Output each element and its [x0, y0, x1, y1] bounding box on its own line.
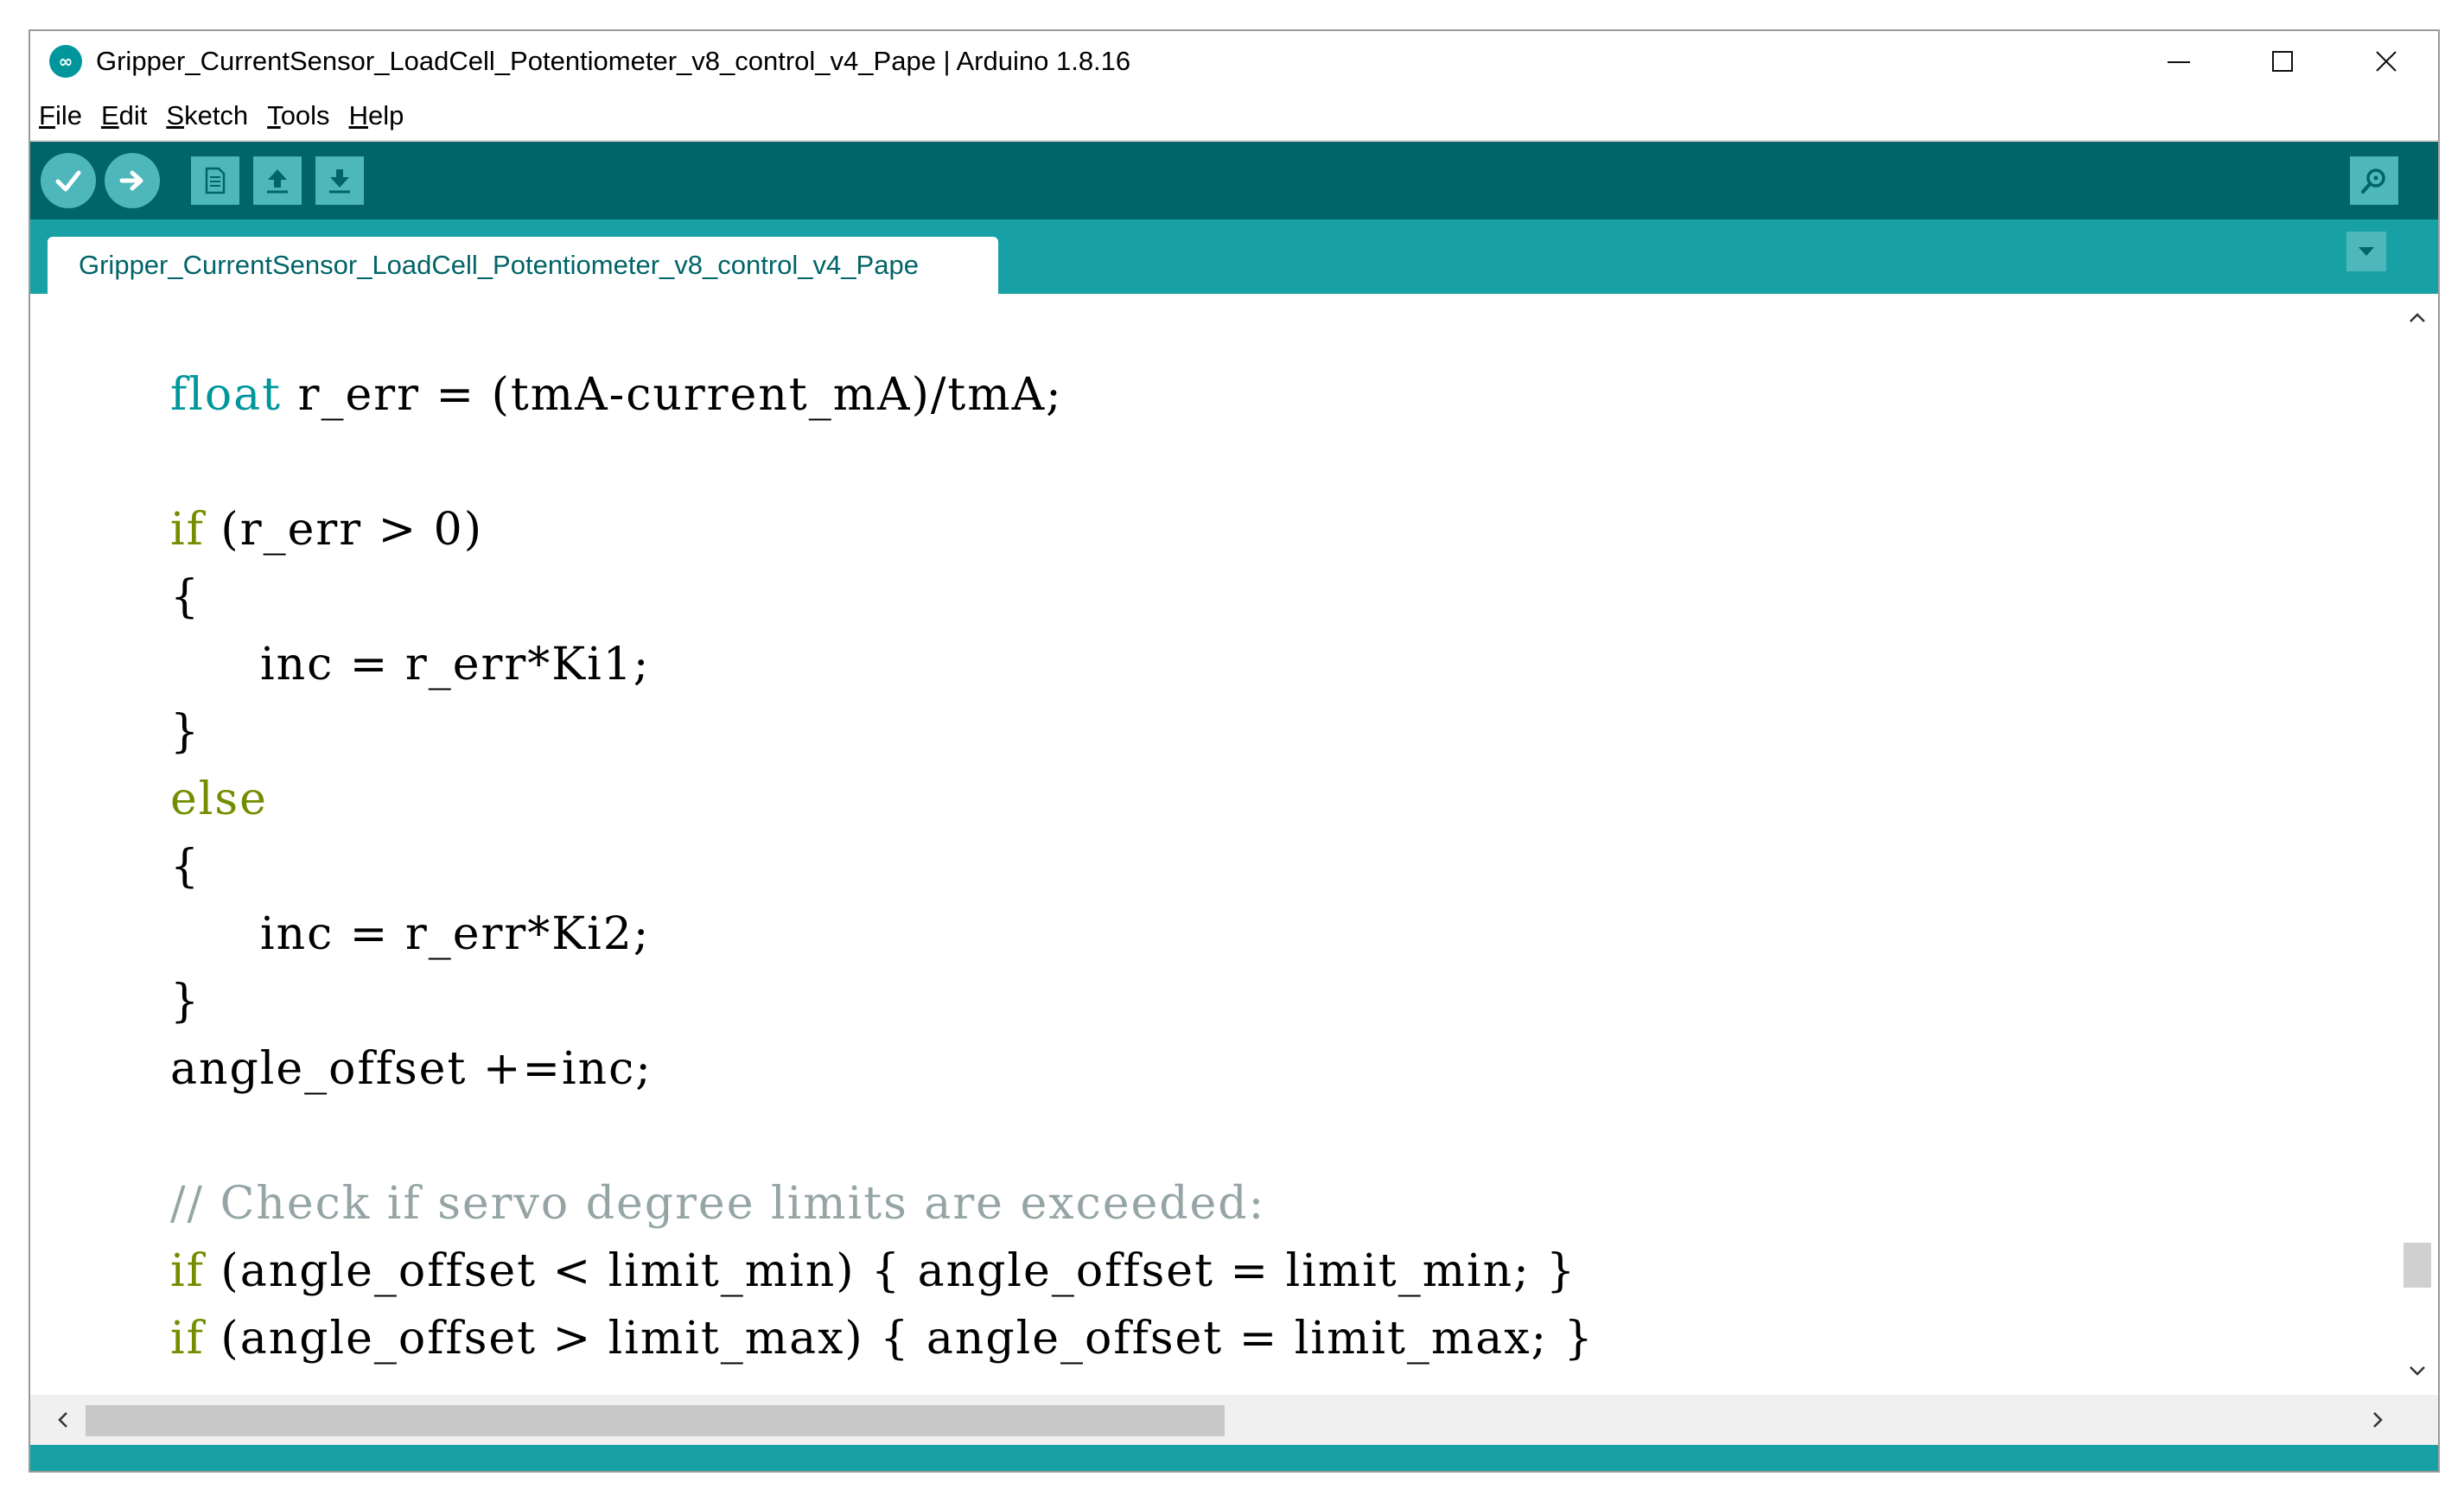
close-button[interactable]: [2334, 31, 2438, 92]
minimize-button[interactable]: [2127, 31, 2231, 92]
tab-sketch[interactable]: Gripper_CurrentSensor_LoadCell_Potentiom…: [48, 237, 998, 294]
code-line: if (r_err > 0): [170, 504, 484, 556]
menu-tools[interactable]: Tools: [267, 100, 330, 130]
upload-icon: [119, 170, 143, 191]
horizontal-scroll-thumb[interactable]: [86, 1405, 1225, 1436]
open-button[interactable]: [253, 156, 302, 205]
code-line: {: [170, 571, 201, 623]
open-icon: [267, 169, 288, 194]
maximize-button[interactable]: [2231, 31, 2334, 92]
scroll-right-button[interactable]: [2357, 1395, 2398, 1445]
menu-bar: File Edit Sketch Tools Help: [30, 92, 2438, 142]
keyword-type: float: [170, 369, 283, 421]
window-controls: [2127, 31, 2438, 92]
new-sketch-button[interactable]: [191, 156, 239, 205]
code-line-blank: [170, 429, 1595, 496]
tab-bar: Gripper_CurrentSensor_LoadCell_Potentiom…: [30, 220, 2438, 294]
code-line: }: [170, 706, 201, 758]
vertical-scrollbar[interactable]: [2397, 294, 2438, 1395]
upload-button[interactable]: [105, 153, 160, 208]
keyword-control: if: [170, 504, 205, 556]
arduino-logo-icon: ∞: [49, 45, 82, 78]
new-icon: [205, 167, 226, 194]
menu-help[interactable]: Help: [348, 100, 404, 130]
save-button[interactable]: [315, 156, 364, 205]
code-comment: // Check if servo degree limits are exce…: [170, 1178, 1266, 1230]
scroll-down-button[interactable]: [2397, 1352, 2438, 1390]
save-icon: [329, 169, 350, 194]
menu-sketch[interactable]: Sketch: [166, 100, 249, 130]
code-line: else: [170, 766, 1595, 833]
minimize-icon: [2168, 61, 2190, 63]
maximize-icon: [2272, 51, 2293, 72]
title-bar: ∞ Gripper_CurrentSensor_LoadCell_Potenti…: [30, 31, 2438, 92]
verify-button[interactable]: [41, 153, 96, 208]
code-line: angle_offset +=inc;: [170, 1043, 653, 1095]
code-line: float r_err = (tmA-current_mA)/tmA;: [170, 369, 1063, 421]
serial-monitor-button[interactable]: [2350, 156, 2398, 205]
vertical-scroll-thumb[interactable]: [2404, 1243, 2431, 1288]
code-line: inc = r_err*Ki2;: [260, 908, 651, 960]
code-line: inc = r_err*Ki1;: [260, 639, 651, 690]
status-bar: [30, 1445, 2438, 1471]
toolbar: [30, 142, 2438, 220]
code-line: if (angle_offset < limit_min) { angle_of…: [170, 1245, 1577, 1297]
chevron-up-icon: [2410, 313, 2425, 322]
window-title: Gripper_CurrentSensor_LoadCell_Potentiom…: [96, 46, 1131, 76]
chevron-down-icon: [2359, 247, 2374, 256]
close-icon: [2376, 51, 2397, 72]
menu-edit[interactable]: Edit: [100, 100, 148, 130]
code-line-blank: [170, 1103, 1595, 1170]
keyword-control: if: [170, 1313, 205, 1365]
code-line: {: [170, 841, 201, 893]
horizontal-scrollbar[interactable]: [30, 1395, 2438, 1445]
code-line: }: [170, 976, 201, 1028]
menu-file[interactable]: File: [39, 100, 82, 130]
scroll-left-button[interactable]: [42, 1395, 84, 1445]
keyword-control: if: [170, 1245, 205, 1297]
code-block: float r_err = (tmA-current_mA)/tmA; if (…: [170, 361, 1595, 1372]
chevron-right-icon: [2373, 1412, 2383, 1428]
keyword-control: else: [170, 773, 268, 825]
scroll-up-button[interactable]: [2397, 299, 2438, 337]
code-line: if (angle_offset > limit_max) { angle_of…: [170, 1313, 1595, 1365]
chevron-left-icon: [58, 1412, 67, 1428]
arduino-ide-window: ∞ Gripper_CurrentSensor_LoadCell_Potenti…: [29, 29, 2440, 1473]
code-line: // Check if servo degree limits are exce…: [170, 1170, 1595, 1238]
chevron-down-icon: [2410, 1366, 2425, 1376]
serial-monitor-icon: [2361, 169, 2385, 194]
verify-icon: [55, 170, 81, 192]
code-editor[interactable]: float r_err = (tmA-current_mA)/tmA; if (…: [30, 294, 2397, 1395]
tab-menu-button[interactable]: [2346, 232, 2386, 271]
